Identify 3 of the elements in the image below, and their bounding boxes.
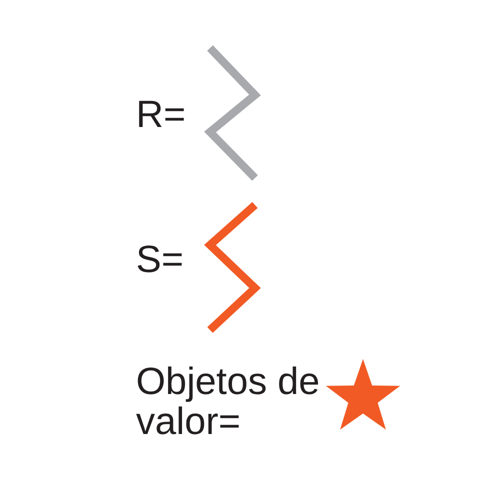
legend-label: Objetos de valor= xyxy=(136,362,321,442)
legend-label: S= xyxy=(136,240,185,280)
legend-label: R= xyxy=(136,95,187,135)
